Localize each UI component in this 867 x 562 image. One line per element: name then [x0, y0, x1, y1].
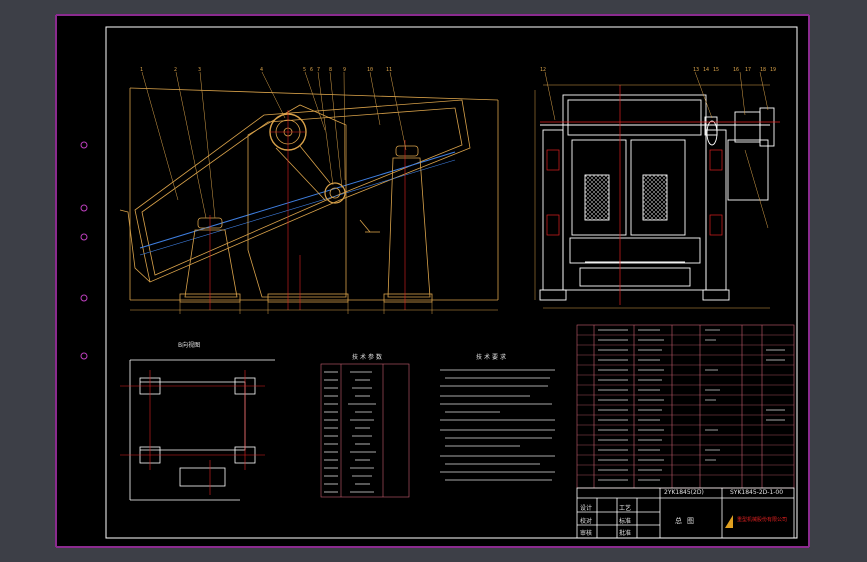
binding-holes	[80, 141, 88, 360]
spec-table-title: 技术参数	[352, 354, 385, 361]
detail-view-title: B向视图	[178, 342, 201, 349]
spec-table-text-rows	[324, 371, 376, 493]
balloon-13: 13	[693, 67, 700, 73]
bill-of-materials	[576, 324, 795, 489]
balloon-10: 10	[367, 67, 374, 73]
drawing-number: SYK1845-2D-1-00	[730, 489, 784, 496]
balloon-2: 2	[174, 67, 178, 73]
balloon-3: 3	[198, 67, 202, 73]
front-view	[119, 87, 499, 303]
balloon-17: 17	[745, 67, 752, 73]
drawing-frame	[105, 26, 798, 539]
front-view-centerlines	[209, 110, 406, 310]
balloon-8: 8	[329, 67, 333, 73]
left-support-column	[184, 229, 238, 298]
title-row-review: 审核	[580, 530, 593, 537]
drawing-name: 总图	[675, 517, 699, 525]
front-view-dimensions	[130, 302, 498, 314]
balloon-4: 4	[260, 67, 264, 73]
screen-deck-line	[139, 151, 456, 249]
tech-requirements-title: 技术要求	[476, 354, 509, 361]
title-row-process: 工艺	[619, 505, 632, 512]
drive-pulley	[324, 182, 346, 204]
balloon-11: 11	[386, 67, 393, 73]
motor-sheave	[759, 107, 775, 147]
balloon-1: 1	[140, 67, 144, 73]
balloon-19: 19	[770, 67, 777, 73]
title-row-standard: 标准	[619, 518, 632, 525]
title-row-approve: 批准	[619, 530, 632, 537]
balloon-18: 18	[760, 67, 767, 73]
tech-requirements-text	[440, 369, 555, 481]
balloon-6: 6	[310, 67, 314, 73]
drawing-sheet	[56, 15, 809, 547]
side-view-dimensions	[534, 71, 770, 309]
right-support-column	[387, 157, 431, 298]
title-row-design: 设计	[580, 505, 593, 512]
company-name: 重型机械股份有限公司	[737, 517, 788, 523]
balloon-16: 16	[733, 67, 740, 73]
bom-text-marks	[598, 329, 785, 481]
side-view	[539, 94, 775, 301]
motor	[727, 139, 769, 201]
side-view-red-elements	[540, 85, 780, 305]
title-row-check: 校对	[580, 518, 593, 525]
bom-rows	[577, 334, 794, 476]
balloon-7: 7	[317, 67, 321, 73]
drive-tower	[247, 104, 347, 298]
side-pulley	[706, 120, 718, 146]
front-view-leaders	[141, 71, 407, 219]
balloon-5: 5	[303, 67, 307, 73]
balloon-14: 14	[703, 67, 710, 73]
spec-table	[320, 363, 410, 498]
balloon-15: 15	[713, 67, 720, 73]
title-block	[576, 487, 795, 539]
balloon-12: 12	[540, 67, 547, 73]
company-logo	[725, 515, 733, 528]
balloon-9: 9	[343, 67, 347, 73]
model-number: 2YK1845(2D)	[664, 489, 704, 496]
detail-view-b-centerlines	[120, 370, 265, 495]
